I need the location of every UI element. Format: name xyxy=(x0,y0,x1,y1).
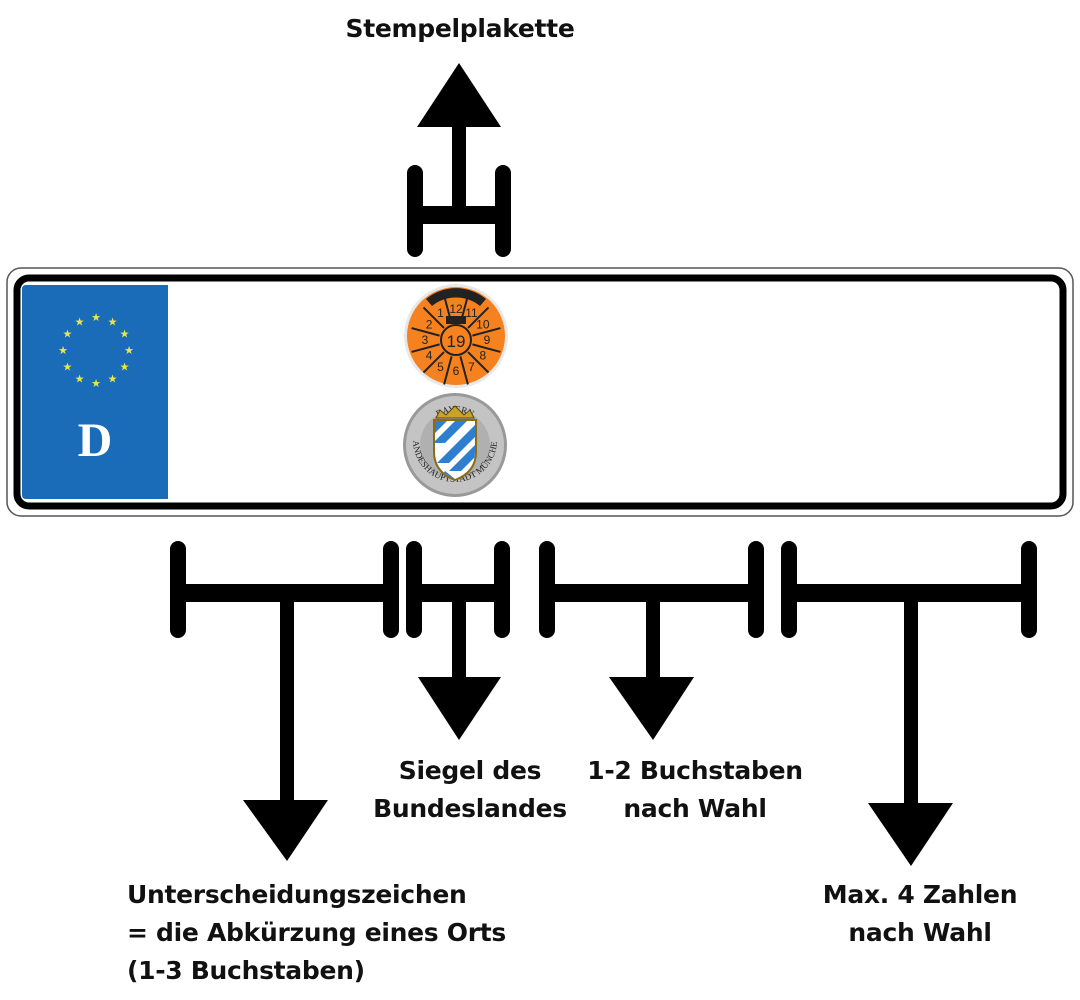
svg-text:19: 19 xyxy=(447,332,466,351)
eu-star-icon: ★ xyxy=(91,377,101,390)
label-district: Unterscheidungszeichen = die Abkürzung e… xyxy=(127,880,506,985)
letters-bracket xyxy=(539,541,764,680)
arrow-up-icon xyxy=(417,63,501,127)
sticker-month: 2 xyxy=(426,318,433,332)
label-letters: 1-2 Buchstaben nach Wahl xyxy=(587,756,803,823)
sticker-month: 6 xyxy=(453,364,460,378)
numbers-bracket xyxy=(781,541,1037,805)
sticker-month: 4 xyxy=(426,349,433,363)
sticker-month: 11 xyxy=(465,306,478,320)
arrow-down-icon xyxy=(609,677,694,740)
eu-star-icon: ★ xyxy=(91,311,101,324)
top-bracket xyxy=(407,118,511,257)
seal-bracket xyxy=(406,541,510,680)
sticker-month: 10 xyxy=(476,318,490,332)
eu-star-icon: ★ xyxy=(108,315,118,328)
sticker-month: 12 xyxy=(449,302,463,316)
eu-star-icon: ★ xyxy=(58,344,68,357)
eu-star-icon: ★ xyxy=(75,373,85,386)
label-stempelplakette: Stempelplakette xyxy=(345,14,575,43)
sticker-month: 9 xyxy=(484,333,491,347)
eu-star-icon: ★ xyxy=(62,361,72,374)
sticker-month: 8 xyxy=(480,349,487,363)
arrow-down-icon xyxy=(868,803,953,866)
eu-star-icon: ★ xyxy=(108,373,118,386)
sticker-month: 7 xyxy=(468,360,475,374)
sticker-month: 5 xyxy=(437,360,444,374)
arrow-down-icon xyxy=(418,677,501,740)
district-bracket xyxy=(170,541,399,805)
eu-star-icon: ★ xyxy=(120,361,130,374)
label-numbers: Max. 4 Zahlen nach Wahl xyxy=(822,880,1018,947)
eu-star-icon: ★ xyxy=(75,315,85,328)
label-seal: Siegel des Bundeslandes xyxy=(373,756,567,823)
eu-star-icon: ★ xyxy=(62,328,72,341)
eu-star-icon: ★ xyxy=(120,328,130,341)
eu-star-icon: ★ xyxy=(124,344,134,357)
country-code: D xyxy=(78,414,113,467)
sticker-month: 1 xyxy=(437,306,444,320)
eu-stars: ★★★★★★★★★★★★ xyxy=(58,311,134,390)
eu-band xyxy=(22,285,168,499)
arrow-down-icon xyxy=(243,800,328,861)
sticker-month: 3 xyxy=(422,333,429,347)
